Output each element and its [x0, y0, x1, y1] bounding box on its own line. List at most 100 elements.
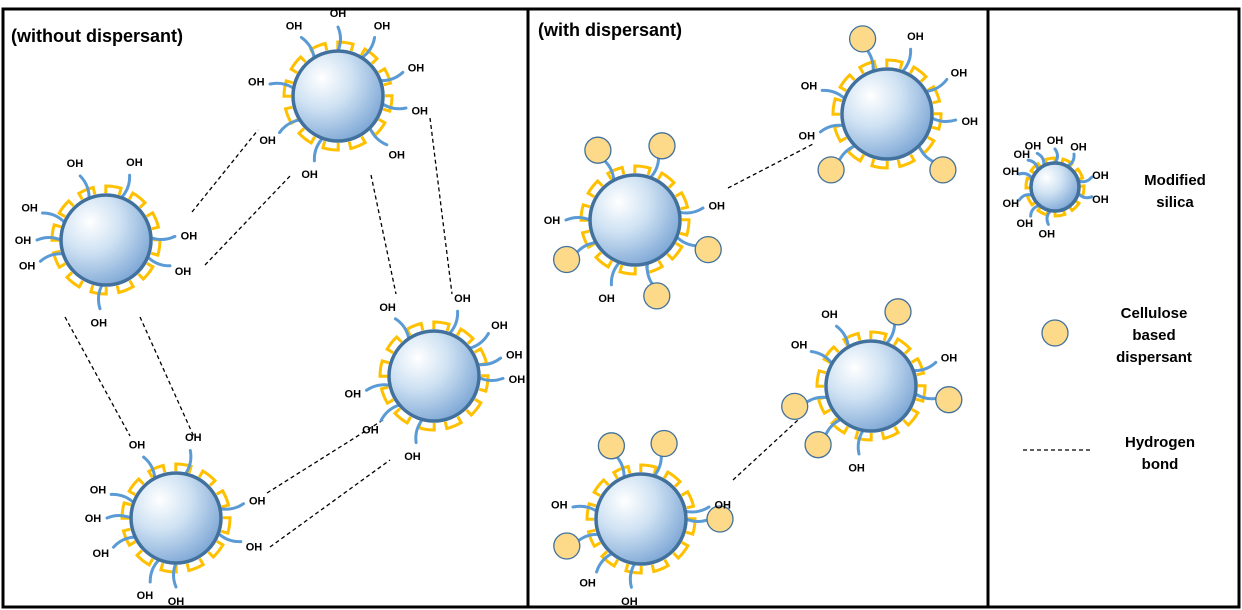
- coating-segment: [666, 241, 684, 262]
- hydroxyl-label: OH: [67, 158, 84, 170]
- hydrogen-bond-line: [266, 419, 384, 494]
- surface-chain: [172, 561, 178, 589]
- coating-segment: [674, 190, 690, 211]
- coating-segment: [902, 407, 920, 428]
- coating-segment: [656, 171, 677, 189]
- hydroxyl-label: OH: [1025, 141, 1042, 153]
- coating-segment: [672, 540, 690, 561]
- hydroxyl-label: OH: [185, 432, 202, 444]
- coating-segment: [915, 384, 927, 403]
- hydrogen-bond-line: [204, 173, 293, 266]
- surface-chain: [924, 78, 949, 93]
- silica-core: [594, 472, 688, 566]
- hydroxyl-label: OH: [1039, 228, 1056, 240]
- silica-particle: [268, 25, 408, 163]
- hydroxyl-label: OH: [708, 201, 725, 213]
- coating-segment: [455, 327, 476, 345]
- hydroxyl-label: OH: [408, 63, 425, 75]
- hydroxyl-label: OH: [388, 150, 405, 162]
- surface-chain: [142, 455, 157, 480]
- coating-segment: [120, 501, 132, 520]
- surface-chain: [683, 505, 711, 514]
- hydroxyl-label: OH: [579, 578, 596, 590]
- hydroxyl-label: OH: [598, 293, 615, 305]
- hydroxyl-label: OH: [799, 131, 816, 143]
- hydroxyl-label: OH: [246, 541, 263, 553]
- surface-chain: [468, 332, 490, 350]
- legend-silica-label-line2: silica: [1156, 194, 1194, 211]
- coating-segment: [185, 557, 206, 573]
- cellulose-dispersant: [884, 298, 912, 326]
- coating-segment: [650, 558, 671, 574]
- coating-segment: [1024, 176, 1032, 190]
- coating-segment: [51, 249, 67, 270]
- silica-core: [59, 193, 153, 287]
- cellulose-dispersant: [706, 505, 734, 533]
- silica-core: [840, 67, 934, 161]
- surface-chain: [609, 260, 622, 287]
- coating-segment: [822, 344, 840, 365]
- surface-chain: [312, 136, 325, 163]
- coating-segment: [679, 218, 691, 237]
- surface-chain: [38, 252, 65, 263]
- coating-segment: [1028, 161, 1042, 175]
- hydroxyl-label: OH: [345, 388, 362, 400]
- coating-segment: [1043, 156, 1057, 165]
- coating-segment: [220, 516, 232, 535]
- cellulose-dispersant: [929, 156, 957, 184]
- hydroxyl-label: OH: [85, 513, 102, 525]
- hydroxyl-label: OH: [93, 548, 110, 560]
- hydroxyl-label: OH: [714, 500, 731, 512]
- surface-chain: [1045, 209, 1053, 226]
- coating-segment: [127, 191, 148, 209]
- hydroxyl-label: OH: [330, 8, 347, 20]
- surface-chain: [268, 81, 296, 90]
- coating-segment: [685, 517, 697, 536]
- hydroxyl-labels: OH OH OH OH OH OH OH OH OH OH OH OH OH OH OH OH OH OH OH OH…: [15, 8, 978, 608]
- surface-chain: [477, 376, 505, 382]
- hydroxyl-label: OH: [15, 235, 32, 247]
- surface-chain: [809, 350, 834, 365]
- silica-core: [1029, 161, 1081, 213]
- surface-chain: [628, 562, 637, 589]
- silica-particle: [105, 449, 245, 589]
- hydroxyl-label: OH: [454, 293, 471, 305]
- coating-segment: [592, 477, 610, 498]
- coating-segment: [662, 470, 683, 488]
- hydroxyl-label: OH: [126, 157, 143, 169]
- coating-segment: [680, 489, 696, 510]
- coating-segment: [57, 198, 75, 219]
- cellulose-dispersant: [597, 432, 626, 460]
- hydroxyl-label: OH: [301, 169, 318, 181]
- legend-dispersant-label-line3: dispersant: [1116, 349, 1192, 366]
- coating-segment: [880, 425, 901, 441]
- surface-chain: [571, 504, 599, 513]
- surface-chain: [447, 309, 460, 336]
- cellulose-dispersant: [694, 235, 722, 264]
- surface-chain: [677, 206, 705, 215]
- hydroxyl-label: OH: [374, 21, 391, 33]
- hydroxyl-label: OH: [848, 463, 865, 475]
- surface-chain: [96, 283, 104, 311]
- hydrogen-bond-line: [139, 316, 195, 438]
- coating-segment: [215, 488, 231, 509]
- cellulose-dispersant: [650, 429, 678, 458]
- surface-chain: [820, 88, 847, 101]
- coating-segment: [385, 334, 403, 355]
- coating-segment: [908, 65, 929, 83]
- surface-chain: [216, 531, 243, 544]
- hydrogen-bond-line: [64, 316, 131, 437]
- hydroxyl-label: OH: [168, 596, 185, 608]
- hydroxyl-label: OH: [506, 350, 523, 362]
- hydroxyl-label: OH: [181, 231, 198, 243]
- surface-chain: [365, 383, 392, 392]
- surface-chain: [119, 173, 132, 200]
- coating-segment: [611, 464, 632, 480]
- surface-chain: [112, 535, 137, 549]
- hydroxyl-label: OH: [379, 302, 396, 314]
- coating-segment: [432, 320, 451, 332]
- cellulose-dispersant: [781, 392, 809, 421]
- hydroxyl-label: OH: [259, 135, 276, 147]
- legend-silica-label-line1: Modified: [1144, 172, 1206, 189]
